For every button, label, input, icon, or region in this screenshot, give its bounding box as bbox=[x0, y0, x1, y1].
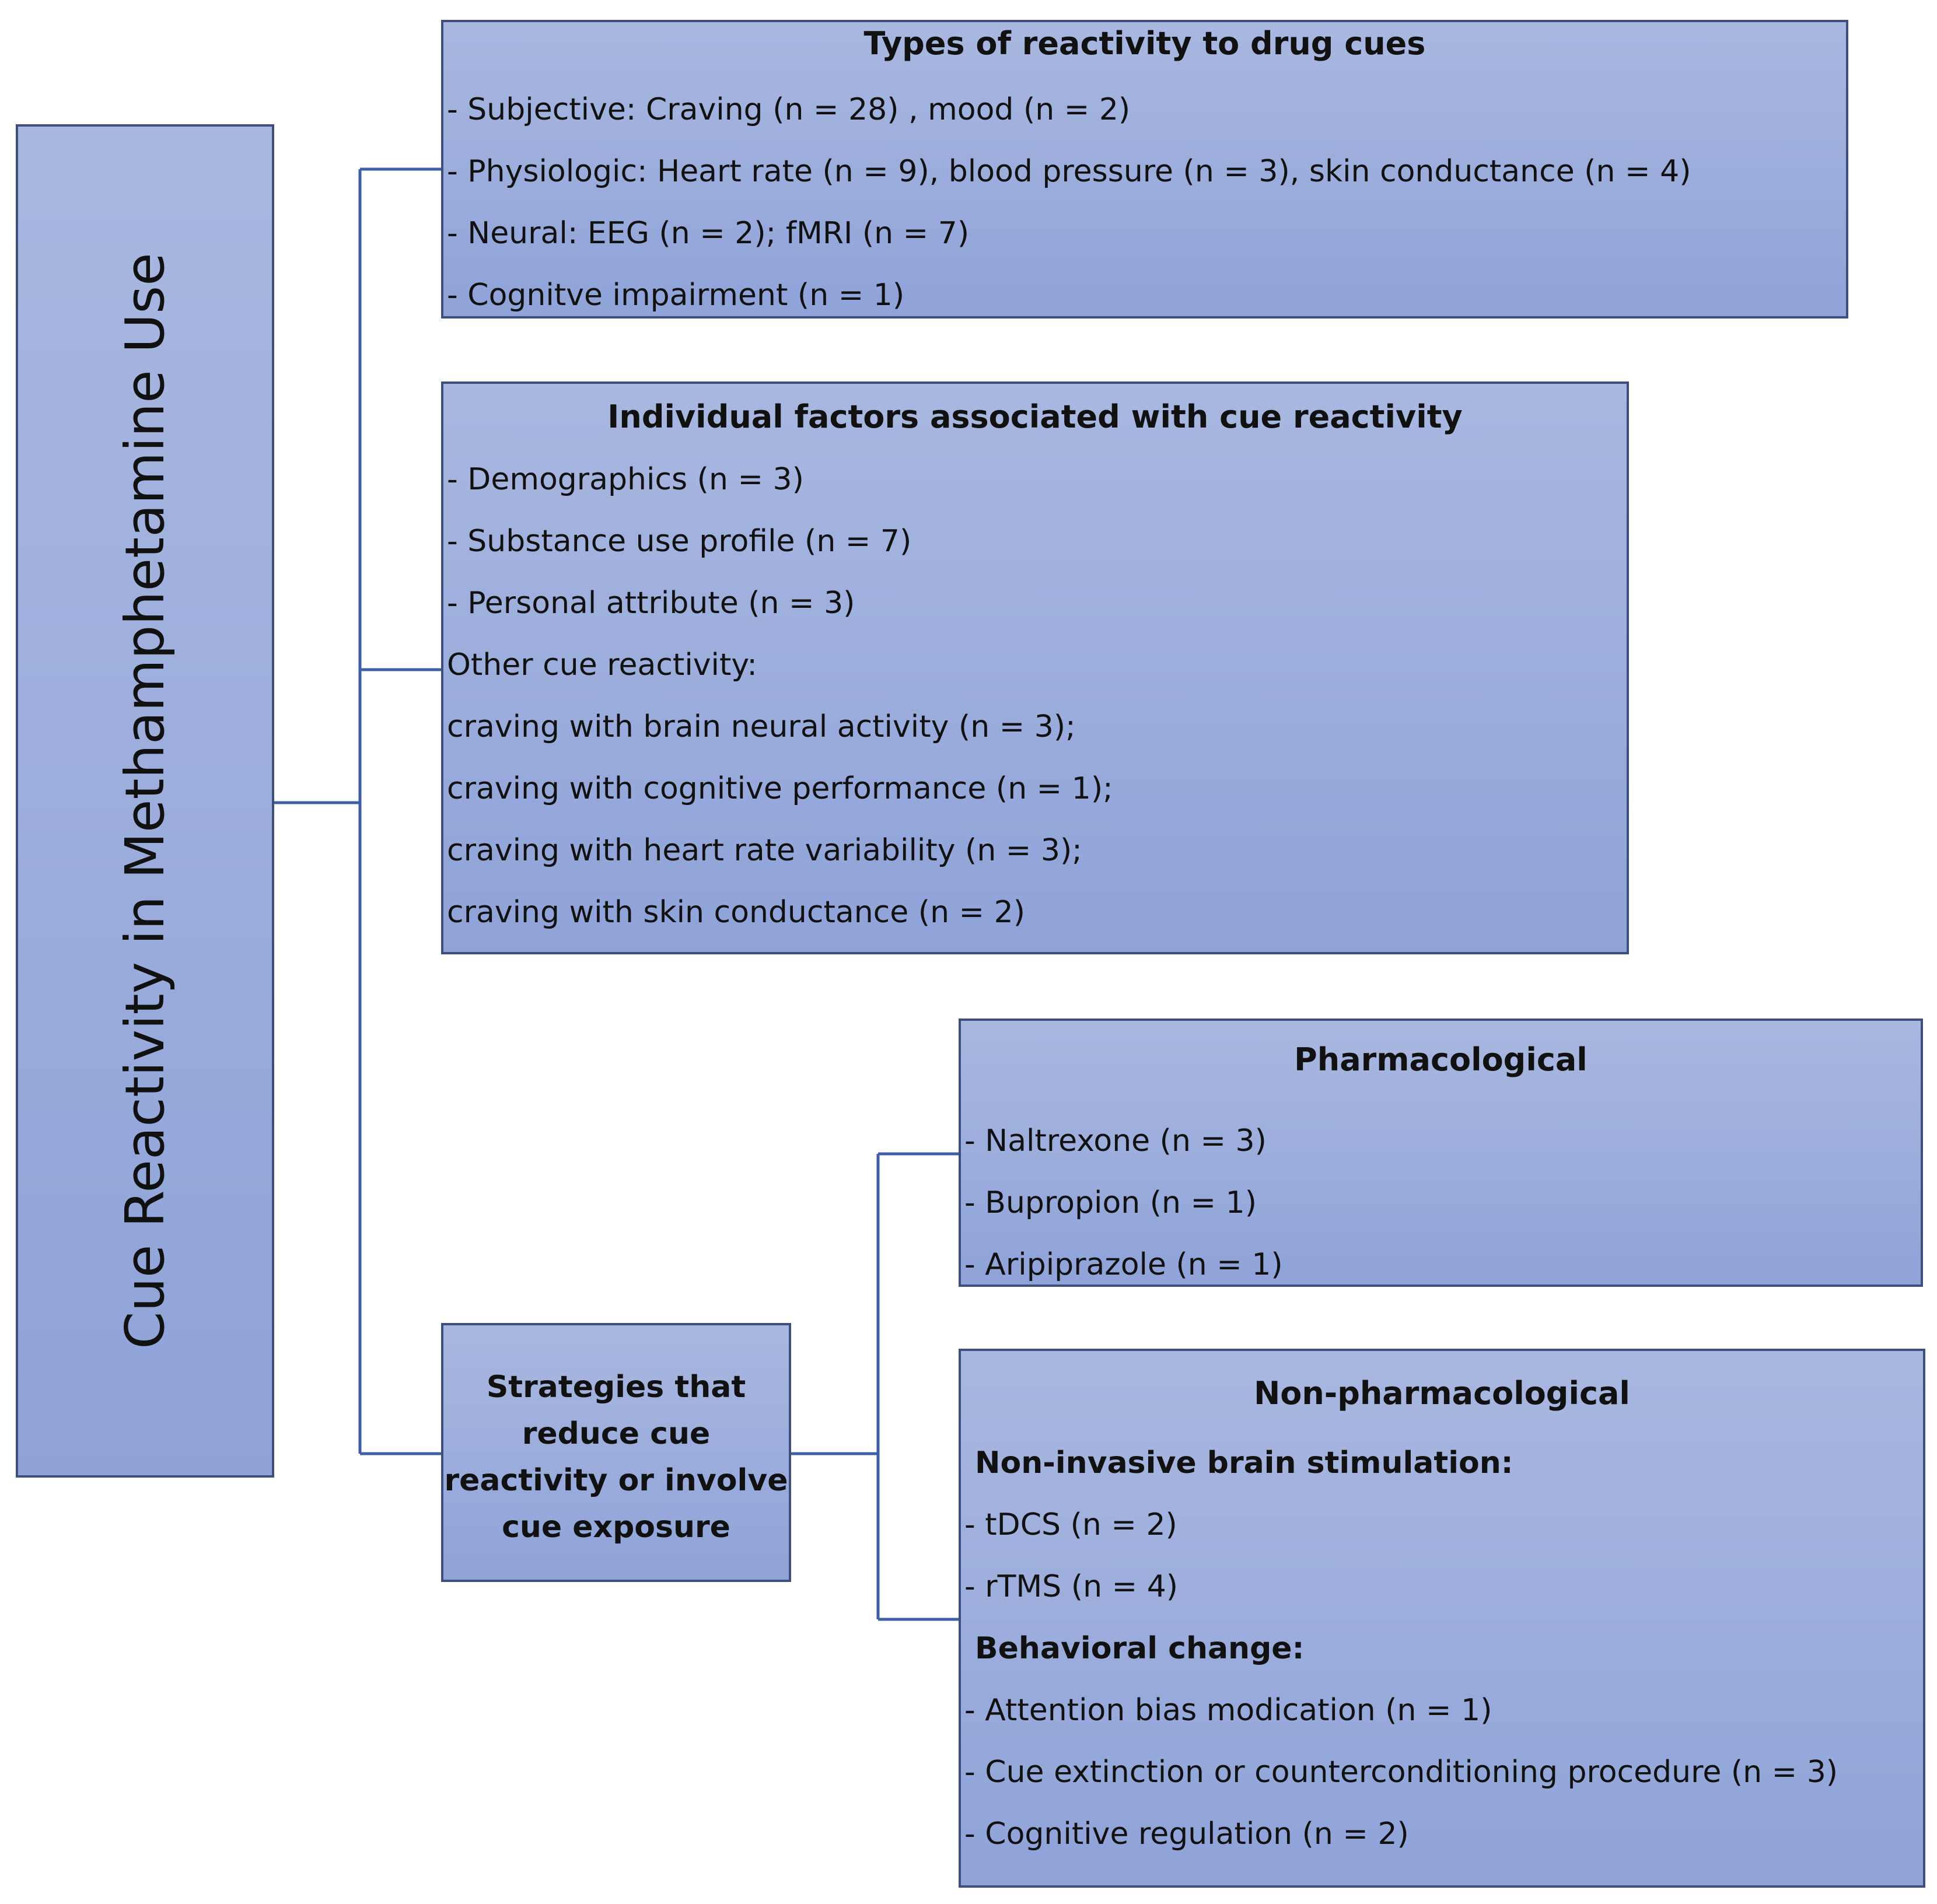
individual-item-substance: - Substance use profile (n = 7) bbox=[447, 524, 912, 559]
nonpharma-item-attention: - Attention bias modication (n = 1) bbox=[964, 1693, 1492, 1728]
pharma-box: Pharmacological - Naltrexone (n = 3) - B… bbox=[959, 1019, 1923, 1287]
nonpharma-box: Non-pharmacological Non-invasive brain s… bbox=[959, 1349, 1925, 1888]
strategies-box: Strategies that reduce cue reactivity or… bbox=[441, 1323, 791, 1582]
individual-other-hrv: craving with heart rate variability (n =… bbox=[447, 833, 1082, 868]
types-box: Types of reactivity to drug cues - Subje… bbox=[441, 20, 1848, 318]
individual-other-skin: craving with skin conductance (n = 2) bbox=[447, 895, 1026, 930]
strategies-title: Strategies that reduce cue reactivity or… bbox=[444, 1370, 788, 1545]
nonpharma-item-tdcs: - tDCS (n = 2) bbox=[964, 1507, 1177, 1542]
pharma-item-naltrexone: - Naltrexone (n = 3) bbox=[964, 1124, 1267, 1158]
individual-other-neural: craving with brain neural activity (n = … bbox=[447, 709, 1076, 744]
individual-other-label: Other cue reactivity: bbox=[447, 648, 757, 682]
types-item-neural: - Neural: EEG (n = 2); fMRI (n = 7) bbox=[447, 216, 970, 251]
nonpharma-title: Non-pharmacological bbox=[1254, 1375, 1630, 1412]
root-box: Cue Reactivity in Methamphetamine Use bbox=[16, 124, 274, 1478]
types-item-subjective: - Subjective: Craving (n = 28) , mood (n… bbox=[447, 92, 1131, 127]
nonpharma-item-regulation: - Cognitive regulation (n = 2) bbox=[964, 1817, 1409, 1852]
nonpharma-behavior-label: Behavioral change: bbox=[975, 1631, 1305, 1666]
pharma-title: Pharmacological bbox=[1294, 1041, 1588, 1078]
individual-title: Individual factors associated with cue r… bbox=[607, 398, 1463, 435]
nonpharma-item-extinction: - Cue extinction or counterconditioning … bbox=[964, 1755, 1838, 1790]
individual-item-demographics: - Demographics (n = 3) bbox=[447, 462, 804, 497]
types-item-physiologic: - Physiologic: Heart rate (n = 9), blood… bbox=[447, 154, 1691, 189]
pharma-item-aripiprazole: - Aripiprazole (n = 1) bbox=[964, 1247, 1283, 1282]
pharma-item-bupropion: - Bupropion (n = 1) bbox=[964, 1185, 1257, 1220]
individual-box: Individual factors associated with cue r… bbox=[441, 382, 1629, 954]
types-item-cognitive: - Cognitve impairment (n = 1) bbox=[447, 278, 905, 313]
nonpharma-stim-label: Non-invasive brain stimulation: bbox=[975, 1446, 1513, 1480]
nonpharma-item-rtms: - rTMS (n = 4) bbox=[964, 1569, 1179, 1604]
root-title: Cue Reactivity in Methamphetamine Use bbox=[113, 253, 176, 1349]
types-title: Types of reactivity to drug cues bbox=[863, 25, 1426, 62]
individual-item-personal: - Personal attribute (n = 3) bbox=[447, 586, 855, 621]
individual-other-cognitive: craving with cognitive performance (n = … bbox=[447, 771, 1113, 806]
